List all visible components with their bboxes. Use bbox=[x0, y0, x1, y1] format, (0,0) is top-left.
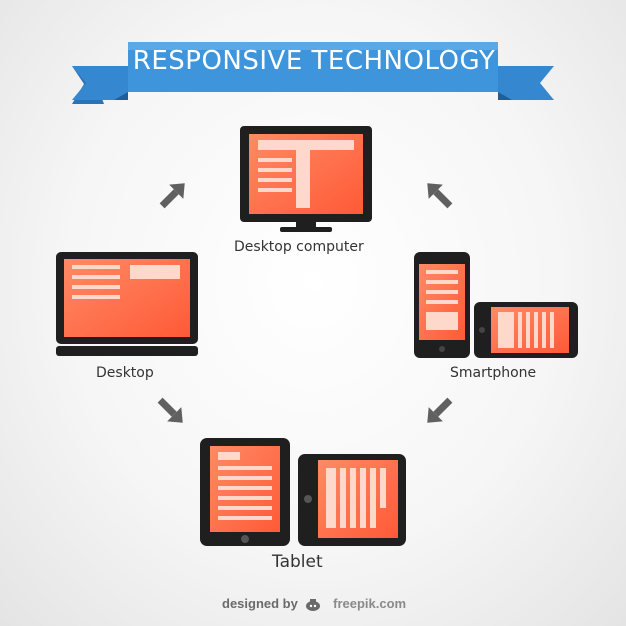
freepik-logo-icon bbox=[306, 598, 321, 611]
arrow-icons bbox=[157, 183, 453, 423]
arrow-down-right-icon bbox=[157, 397, 183, 423]
phone-portrait-icon bbox=[414, 252, 470, 358]
title-banner bbox=[72, 42, 554, 104]
desktop-computer-label: Desktop computer bbox=[234, 239, 364, 255]
desktop-label: Desktop bbox=[96, 365, 154, 381]
laptop-icon bbox=[56, 252, 198, 356]
credit-prefix: designed by bbox=[222, 596, 298, 611]
banner-title: RESPONSIVE TECHNOLOGY bbox=[132, 46, 496, 76]
phone-landscape-icon bbox=[474, 302, 578, 358]
tablet-label: Tablet bbox=[272, 552, 323, 572]
tablet-landscape-icon bbox=[298, 454, 406, 546]
credit-brand: freepik.com bbox=[333, 596, 407, 611]
smartphone-label: Smartphone bbox=[450, 365, 537, 381]
arrow-up-left-icon bbox=[427, 183, 453, 209]
arrow-up-right-icon bbox=[159, 183, 185, 209]
credit-line[interactable]: designed by freepik.com bbox=[222, 596, 406, 612]
tablet-portrait-icon bbox=[200, 438, 290, 546]
arrow-down-left-icon bbox=[427, 397, 453, 423]
monitor-icon bbox=[240, 126, 372, 232]
